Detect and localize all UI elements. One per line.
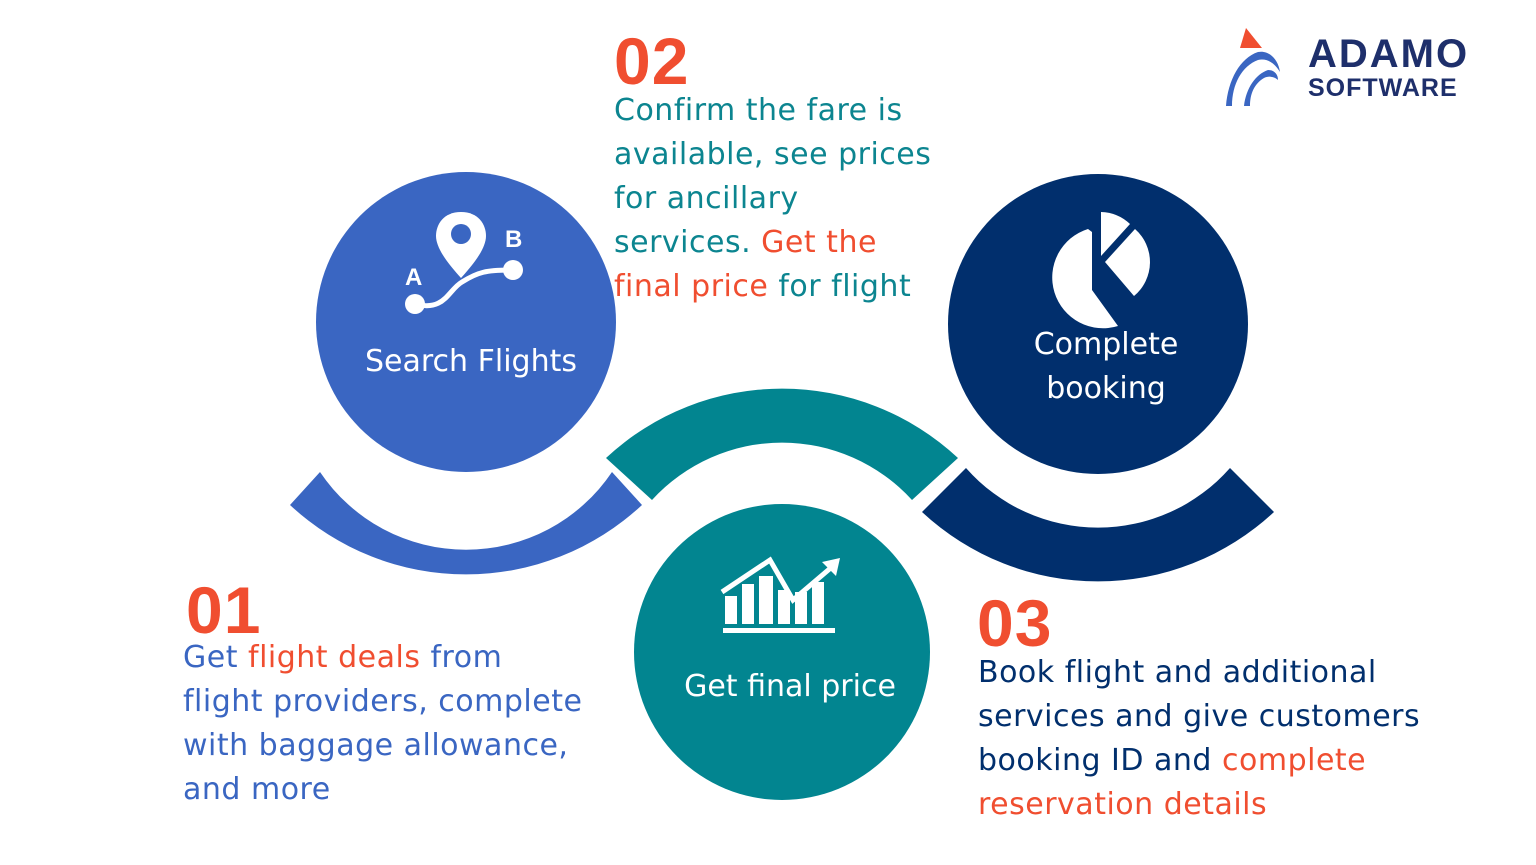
- highlighted-text: Get the: [761, 225, 877, 260]
- step3-circle-label-line2: booking: [1046, 371, 1166, 406]
- description-text: services.: [614, 225, 762, 260]
- logo-line2: SOFTWARE: [1308, 74, 1458, 102]
- description-line: available, see prices: [614, 133, 974, 177]
- description-text: Confirm the fare is: [614, 93, 903, 128]
- description-text: booking ID and: [978, 743, 1223, 778]
- highlighted-text: final price: [614, 269, 769, 304]
- description-text: Book flight and additional: [978, 655, 1377, 690]
- description-line: Book flight and additional: [978, 651, 1498, 695]
- description-text: with baggage allowance,: [183, 728, 569, 763]
- rising-bar-chart-icon: [720, 556, 840, 633]
- description-text: Get: [183, 640, 249, 675]
- step3-circle-label-line1: Complete: [1033, 327, 1179, 362]
- route-label-b: B: [505, 226, 522, 253]
- step1-description: Get flight deals from flight providers, c…: [183, 636, 633, 812]
- description-line: Get flight deals from: [183, 636, 633, 680]
- step3-number: 03: [977, 586, 1053, 660]
- description-line: services and give customers: [978, 695, 1498, 739]
- description-line: reservation details: [978, 783, 1498, 827]
- description-line: booking ID and complete: [978, 739, 1498, 783]
- step2-arc: [606, 388, 958, 500]
- adamo-software-logo: ADAMO SOFTWARE: [1222, 28, 1512, 108]
- description-text: and more: [183, 772, 331, 807]
- logo-line1: ADAMO: [1308, 32, 1470, 76]
- step1-circle: [316, 172, 616, 472]
- route-label-a: A: [405, 264, 422, 291]
- highlighted-text: flight deals: [248, 640, 421, 675]
- description-line: services. Get the: [614, 221, 974, 265]
- description-text: from: [420, 640, 503, 675]
- map-route-pin-icon: A B: [405, 212, 523, 314]
- description-text: for flight: [768, 269, 912, 304]
- step3-description: Book flight and additional services and g…: [978, 651, 1498, 827]
- description-line: flight providers, complete: [183, 680, 633, 724]
- description-line: final price for flight: [614, 265, 974, 309]
- step2-circle-label: Get final price: [684, 669, 896, 704]
- step1-circle-label: Search Flights: [365, 344, 577, 379]
- description-line: Confirm the fare is: [614, 89, 974, 133]
- highlighted-text: reservation details: [978, 787, 1268, 822]
- description-text: flight providers, complete: [183, 684, 583, 719]
- highlighted-text: complete: [1222, 743, 1367, 778]
- step1-number: 01: [186, 573, 262, 647]
- logo-mark-icon: [1226, 28, 1280, 106]
- description-line: and more: [183, 768, 633, 812]
- step2-description: Confirm the fare is available, see prices…: [614, 89, 974, 309]
- description-line: with baggage allowance,: [183, 724, 633, 768]
- description-text: available, see prices: [614, 137, 932, 172]
- step2-circle: [634, 504, 930, 800]
- step3-arc: [922, 468, 1274, 582]
- pie-chart-icon: [1052, 212, 1150, 329]
- description-text: for ancillary: [614, 181, 799, 216]
- step1-arc: [290, 472, 642, 575]
- step2-number: 02: [614, 24, 690, 98]
- description-text: services and give customers: [978, 699, 1421, 734]
- description-line: for ancillary: [614, 177, 974, 221]
- step3-circle-label: Complete booking: [990, 323, 1222, 411]
